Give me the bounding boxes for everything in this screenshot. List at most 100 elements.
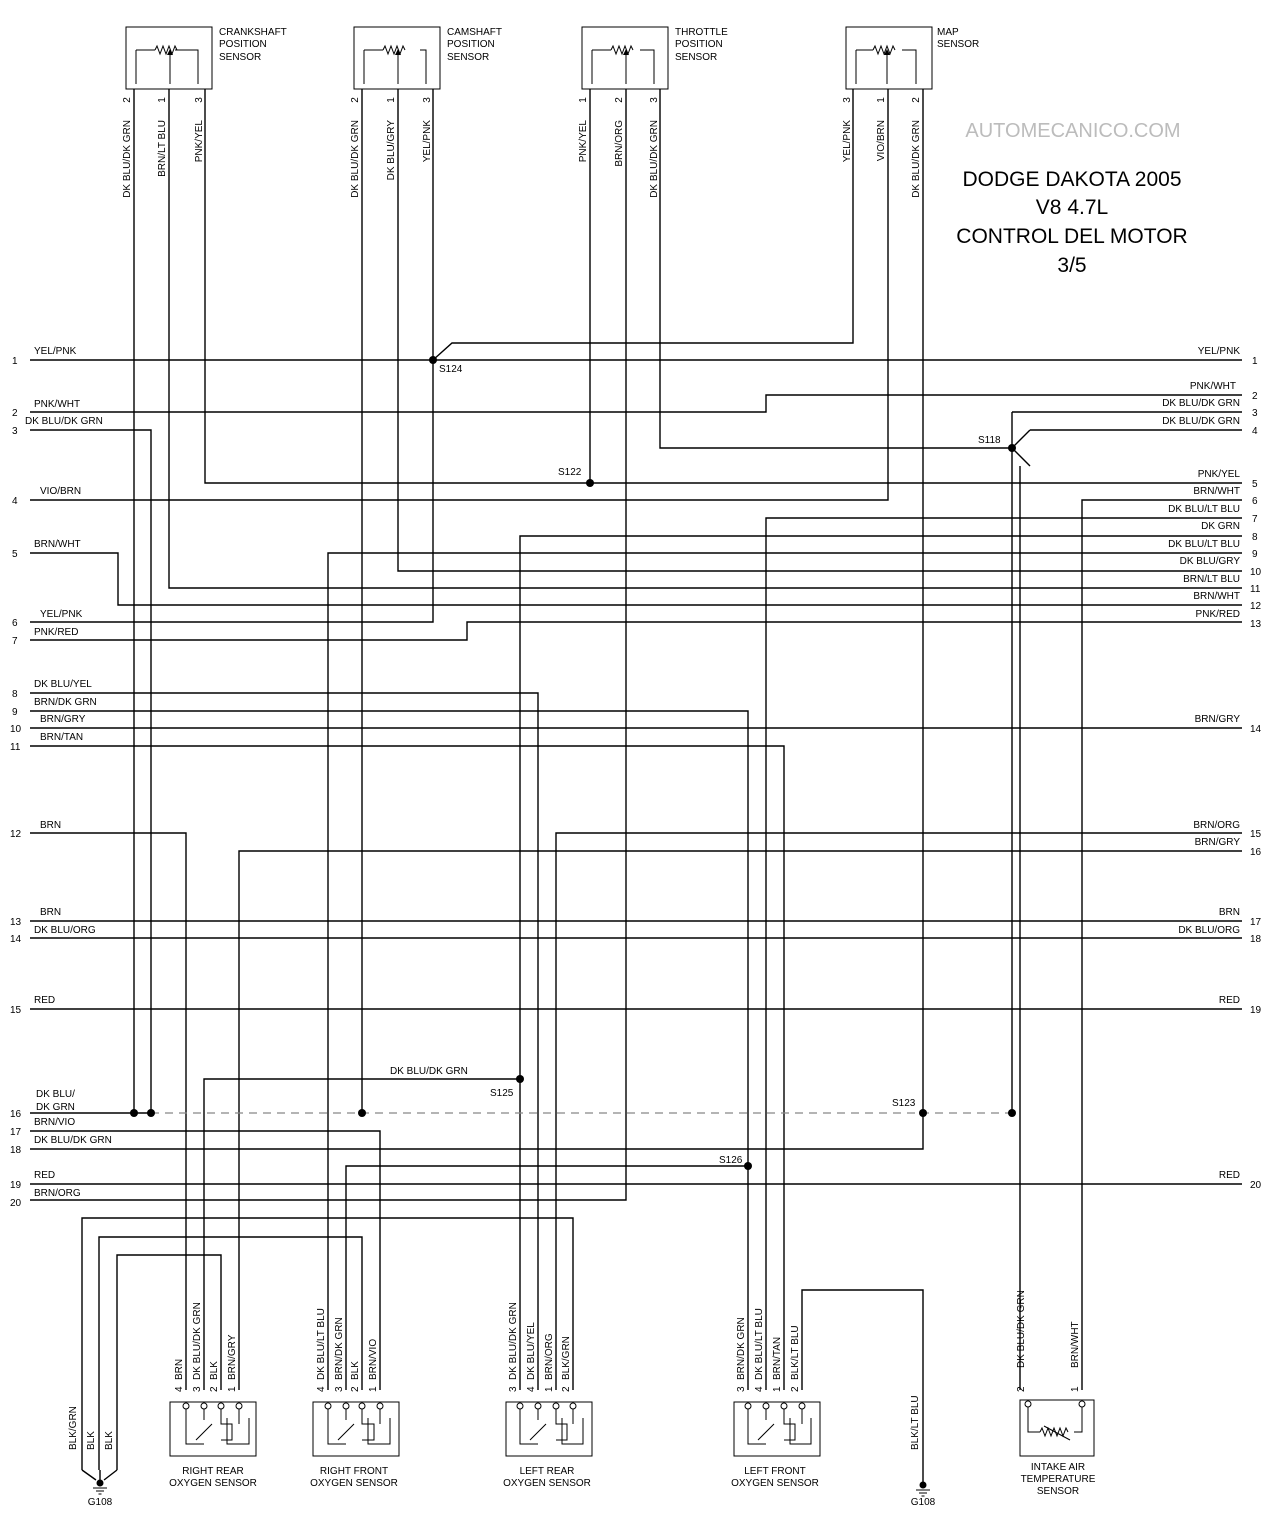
title-line: DODGE DAKOTA 2005 — [962, 168, 1181, 191]
right-connector: 1 YEL/PNK 2 PNK/WHT 3 DK BLU/DK GRN 4 DK… — [1162, 346, 1261, 1191]
pin-number: 1 — [1070, 1386, 1081, 1392]
wire — [30, 429, 152, 1113]
splice-label: S122 — [558, 467, 582, 478]
sensor-name: SENSOR — [219, 52, 261, 63]
pin-number: 2 — [350, 1386, 361, 1392]
wire-label: RED — [34, 1170, 55, 1181]
wire-label: DK BLU/DK GRN — [122, 120, 133, 198]
wire — [203, 1078, 520, 1390]
wire — [397, 89, 1242, 572]
wire-label: DK BLU/GRY — [386, 120, 397, 181]
wire-label: BRN — [174, 1359, 185, 1380]
splice-dot — [1008, 1109, 1016, 1117]
ground-icon — [96, 1479, 104, 1487]
sensor-name: TEMPERATURE — [1021, 1474, 1096, 1485]
top-sensor-pins: 2 1 3 DK BLU/DK GRN BRN/LT BLU PNK/YEL 2… — [122, 97, 922, 198]
wire-label: DK BLU/YEL — [526, 1322, 537, 1380]
wire — [238, 850, 1242, 1390]
wire-label: BLK — [209, 1361, 220, 1380]
pin-number: 6 — [1252, 496, 1258, 507]
pin-number: 4 — [316, 1386, 327, 1392]
pin-number: 2 — [790, 1386, 801, 1392]
wire-label: BRN/WHT — [1193, 591, 1240, 602]
pin-number: 9 — [12, 707, 18, 718]
sensor-name: SENSOR — [447, 52, 489, 63]
wire — [30, 832, 187, 1390]
map-sensor — [845, 26, 933, 90]
left-front-oxygen-sensor — [733, 1401, 821, 1457]
ground-g108-left: G108 — [88, 1479, 113, 1508]
wire-label: PNK/YEL — [194, 120, 205, 163]
splice-label: S123 — [892, 1098, 916, 1109]
pin-number: 3 — [842, 97, 853, 103]
wire — [30, 394, 1242, 413]
bottom-sensor-pins: 4 BRN 3 DK BLU/DK GRN 2 BLK 1 BRN/GRY 4 … — [174, 1290, 1081, 1392]
wire-label: BRN/WHT — [1193, 486, 1240, 497]
splice-label: S124 — [439, 364, 463, 375]
wire — [519, 535, 1242, 1390]
sensor-name: CAMSHAFT — [447, 27, 502, 38]
splice-label: S125 — [490, 1088, 514, 1099]
wire — [30, 89, 434, 623]
sensor-name: OXYGEN SENSOR — [731, 1478, 819, 1489]
wire-label: DK BLU/DK GRN — [911, 120, 922, 198]
splice-dot — [744, 1162, 752, 1170]
title-line: 3/5 — [1057, 254, 1086, 277]
ground-icon — [919, 1481, 927, 1489]
pin-number: 1 — [157, 97, 168, 103]
sensor-name: SENSOR — [675, 52, 717, 63]
ground-icon — [93, 1487, 107, 1495]
wire-label: BLK/LT BLU — [910, 1395, 921, 1450]
pin-number: 1 — [876, 97, 887, 103]
throttle-position-sensor — [581, 26, 669, 90]
wire-label: DK BLU/DK GRN — [350, 120, 361, 198]
pin-number: 12 — [10, 829, 22, 840]
sensor-name: LEFT FRONT — [744, 1466, 805, 1477]
wire — [98, 1236, 363, 1470]
wire-label: DK GRN — [1201, 521, 1240, 532]
pin-number: 8 — [1252, 532, 1258, 543]
wire-label: PNK/RED — [34, 627, 78, 638]
wire — [81, 1217, 574, 1470]
pin-number: 5 — [1252, 479, 1258, 490]
wire — [30, 89, 627, 1201]
pin-number: 3 — [12, 426, 18, 437]
wire-label: DK BLU/ORG — [34, 925, 96, 936]
pin-number: 2 — [209, 1386, 220, 1392]
wire-label: VIO/BRN — [876, 120, 887, 161]
wire-label: BLK — [104, 1431, 115, 1450]
wire-label: PNK/RED — [1196, 609, 1240, 620]
pin-number: 13 — [10, 917, 22, 928]
right-rear-oxygen-sensor — [169, 1401, 257, 1457]
wire-label: DK BLU/DK GRN — [1162, 398, 1240, 409]
camshaft-position-sensor — [353, 26, 441, 90]
diagram-title: DODGE DAKOTA 2005 V8 4.7L CONTROL DEL MO… — [956, 168, 1187, 277]
pin-number: 3 — [194, 97, 205, 103]
sensor-name: MAP — [937, 27, 959, 38]
pin-number: 3 — [1252, 408, 1258, 419]
pin-number: 7 — [1252, 514, 1258, 525]
wire-label: BRN/LT BLU — [157, 120, 168, 177]
sensor-name: POSITION — [219, 39, 267, 50]
wire-label: BRN/ORG — [614, 120, 625, 167]
wire — [30, 710, 749, 1390]
right-front-oxygen-sensor — [312, 1401, 400, 1457]
wire-label: DK BLU/ — [36, 1089, 75, 1100]
wire-label: BRN/DK GRN — [34, 697, 97, 708]
pin-number: 1 — [544, 1386, 555, 1392]
wire — [1081, 499, 1242, 1390]
wire-label: BLK/GRN — [561, 1336, 572, 1380]
wire — [116, 1254, 222, 1470]
wire-label: BRN — [40, 820, 61, 831]
ground-g108-right: G108 — [911, 1481, 936, 1508]
splice-dot — [1008, 444, 1016, 452]
wire — [81, 1469, 118, 1481]
pin-number: 1 — [1252, 356, 1258, 367]
pin-number: 16 — [1250, 847, 1262, 858]
sensor-name: OXYGEN SENSOR — [169, 1478, 257, 1489]
wire-label: RED — [1219, 1170, 1240, 1181]
wire — [659, 89, 1012, 449]
wire-label: BRN/GRY — [1195, 837, 1241, 848]
pin-number: 11 — [10, 742, 21, 753]
sensor-name: LEFT REAR — [520, 1466, 575, 1477]
